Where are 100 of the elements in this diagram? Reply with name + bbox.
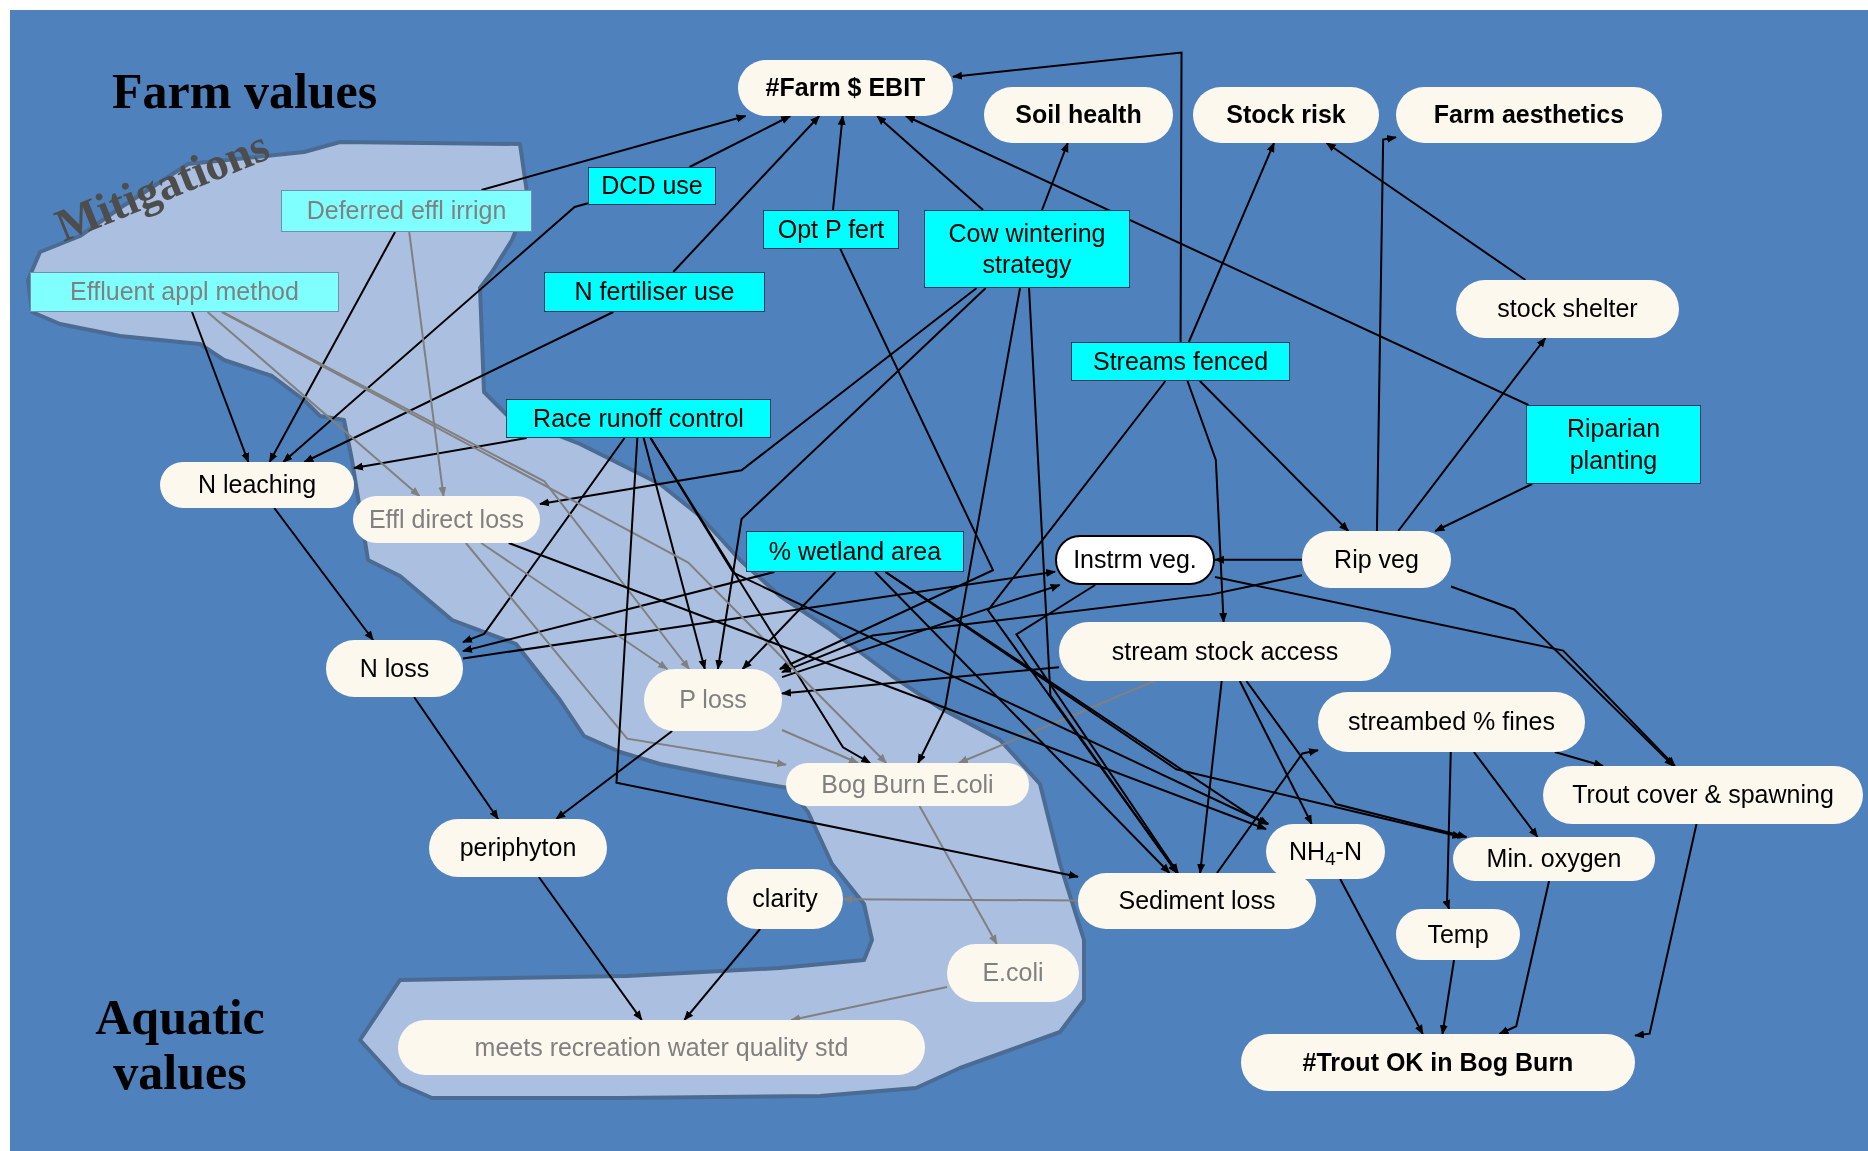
mitigation-box: DCD use xyxy=(588,167,716,205)
mitigation-box: Cow wintering strategy xyxy=(924,210,1130,288)
arrow xyxy=(874,571,1171,874)
arrow xyxy=(462,437,626,644)
mitigation-box: N fertiliser use xyxy=(544,272,765,312)
arrow xyxy=(1450,585,1675,767)
arrow xyxy=(464,542,787,768)
arrow xyxy=(952,51,1183,343)
arrow xyxy=(715,287,987,670)
arrow xyxy=(1197,680,1223,874)
arrow xyxy=(1442,751,1452,910)
arrow xyxy=(480,114,747,191)
arrow xyxy=(1553,751,1605,768)
arrow xyxy=(1214,575,1676,767)
mitigation-box: % wetland area xyxy=(746,531,964,572)
arrow xyxy=(781,574,1303,674)
mitigation-box: Deferred effl irrign xyxy=(281,190,532,232)
arrow xyxy=(353,437,528,471)
arrow xyxy=(206,311,421,497)
section-heading: Aquatic values xyxy=(94,990,266,1100)
arrow xyxy=(1216,748,1319,874)
arrow xyxy=(408,231,447,497)
arrow xyxy=(191,311,250,463)
arrow xyxy=(282,202,589,463)
arrow xyxy=(537,876,643,1021)
arrow xyxy=(1634,823,1698,1039)
factor-pill: periphyton xyxy=(429,819,607,877)
arrow xyxy=(781,666,1060,697)
arrow xyxy=(642,437,707,670)
arrow xyxy=(957,680,1156,764)
mitigation-box: Riparian planting xyxy=(1526,405,1701,484)
mitigation-box: Effluent appl method xyxy=(30,272,339,312)
factor-pill: Sediment loss xyxy=(1078,873,1316,929)
arrow xyxy=(462,571,776,653)
arrow xyxy=(1198,380,1350,532)
arrow xyxy=(1434,483,1534,532)
factor-pill: Min. oxygen xyxy=(1453,837,1655,881)
factor-pill: N leaching xyxy=(160,462,354,508)
factor-pill: meets recreation water quality std xyxy=(398,1020,925,1075)
arrow xyxy=(1015,584,1180,874)
arrow xyxy=(1041,142,1069,211)
arrow xyxy=(462,569,1056,660)
arrow xyxy=(480,542,669,670)
factor-pill: E.coli xyxy=(947,944,1079,1002)
arrow xyxy=(986,380,1178,874)
arrow xyxy=(268,231,397,463)
value-pill: #Trout OK in Bog Burn xyxy=(1241,1034,1635,1091)
section-heading: Farm values xyxy=(112,66,378,116)
factor-pill: Bog Burn E.coli xyxy=(786,763,1029,806)
factor-pill: Effl direct loss xyxy=(353,496,540,543)
factor-pill: P loss xyxy=(644,669,782,731)
mitigation-box: Opt P fert xyxy=(763,210,899,249)
arrow xyxy=(918,805,998,945)
arrow xyxy=(672,115,821,273)
arrow xyxy=(1375,134,1397,532)
factor-pill: Rip veg xyxy=(1302,531,1451,588)
arrow xyxy=(1245,680,1468,839)
value-pill: Soil health xyxy=(984,87,1173,143)
arrow xyxy=(1325,142,1527,281)
value-pill: Stock risk xyxy=(1193,87,1379,143)
arrow xyxy=(1397,337,1547,532)
arrow xyxy=(778,248,995,670)
arrow xyxy=(615,437,1079,879)
value-pill: Farm aesthetics xyxy=(1396,87,1662,143)
arrow xyxy=(539,287,978,507)
arrow xyxy=(741,571,837,670)
arrow xyxy=(555,730,674,820)
arrow xyxy=(683,928,762,1021)
factor-pill: clarity xyxy=(727,869,843,929)
arrow xyxy=(220,311,888,764)
factor-pill: N loss xyxy=(326,640,463,697)
arrow xyxy=(413,696,500,820)
arrow xyxy=(876,115,985,211)
arrow xyxy=(1238,680,1313,825)
factor-pill: Trout cover & spawning xyxy=(1543,766,1863,824)
arrow xyxy=(781,729,859,764)
arrow xyxy=(790,986,948,1023)
arrow xyxy=(507,542,1267,831)
arrow xyxy=(1498,880,1551,1035)
arrow xyxy=(904,115,1530,406)
arrow xyxy=(273,507,375,641)
arrow xyxy=(1339,878,1424,1035)
arrow xyxy=(1186,380,1228,623)
factor-pill: stream stock access xyxy=(1059,622,1391,681)
factor-pill: streambed % fines xyxy=(1318,692,1585,752)
value-pill: #Farm $ EBIT xyxy=(738,60,953,116)
mitigation-box: Streams fenced xyxy=(1071,342,1290,381)
mitigation-box: Race runoff control xyxy=(506,399,771,438)
arrow xyxy=(781,584,1061,679)
factor-pill: Instrm veg. xyxy=(1055,535,1215,585)
arrow xyxy=(1472,751,1539,838)
arrow xyxy=(303,311,615,463)
arrow xyxy=(832,115,846,211)
factor-pill: Temp xyxy=(1396,909,1520,960)
arrow xyxy=(1187,142,1275,343)
arrow xyxy=(917,287,1022,764)
factor-pill: stock shelter xyxy=(1456,280,1679,338)
arrow xyxy=(688,115,792,168)
arrow xyxy=(1439,959,1455,1035)
arrow xyxy=(842,895,1079,904)
